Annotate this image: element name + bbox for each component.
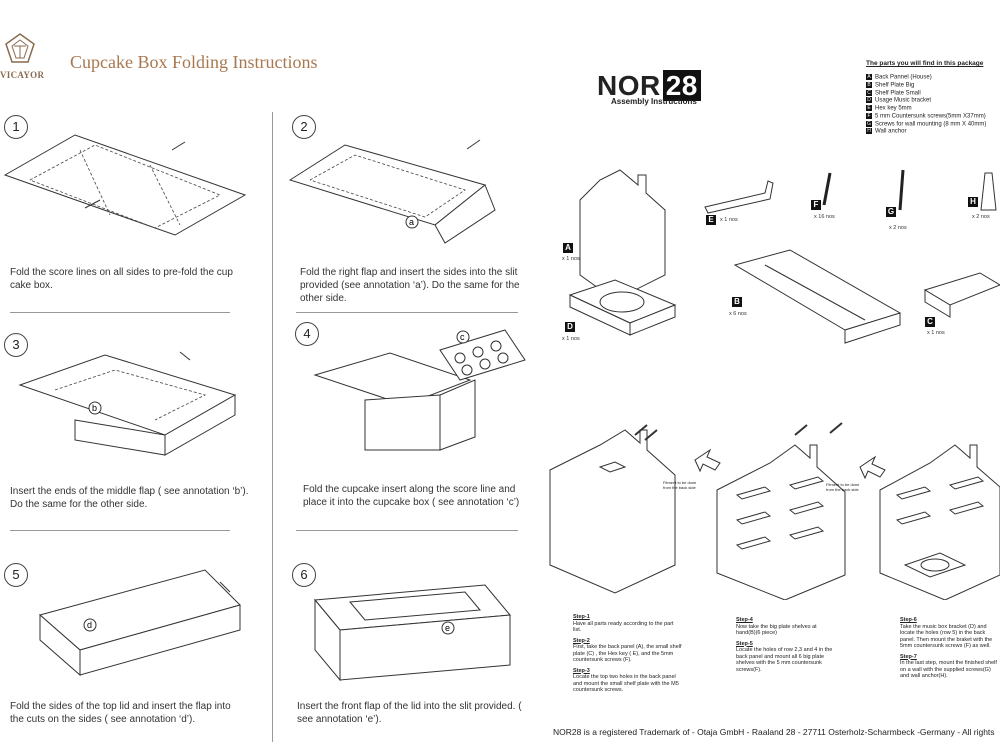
logo-text: NOR xyxy=(597,70,661,101)
back-panel-house xyxy=(579,169,666,301)
step-caption: Insert the ends of the middle flap ( see… xyxy=(10,486,249,510)
brand-name: VICAYOR xyxy=(0,70,45,80)
column-divider xyxy=(272,112,273,742)
step-caption: Fold the sides of the top lid and insert… xyxy=(10,701,231,725)
step-caption: Fold the cupcake insert along the score … xyxy=(303,484,520,508)
step-number: 3 xyxy=(4,333,28,357)
wall-anchor-icon xyxy=(980,172,997,211)
trademark-footer: NOR28 is a registered Trademark of - Ota… xyxy=(553,727,995,737)
step-title: Step-4 xyxy=(736,617,753,623)
step-title: Step-1 xyxy=(573,614,590,620)
step-text: Locate the top two holes in the back pan… xyxy=(573,674,679,693)
svg-text:d: d xyxy=(87,620,92,630)
assembly-subtitle: Assembly Instructions xyxy=(611,97,697,106)
step-text: First, take the back panel (A), the smal… xyxy=(573,644,682,663)
part-qty: x 2 nos xyxy=(889,225,907,231)
svg-text:c: c xyxy=(460,332,465,342)
svg-text:e: e xyxy=(445,623,450,633)
row-divider xyxy=(296,530,518,531)
part-tag: G xyxy=(886,207,896,217)
step-number: 6 xyxy=(292,563,316,587)
step-title: Step-6 xyxy=(900,617,917,623)
callout-note: Fitment to be done from the back side xyxy=(826,482,860,492)
row-divider xyxy=(10,530,230,531)
step-caption: Fold the right flap and insert the sides… xyxy=(300,267,520,304)
part-tag: C xyxy=(925,317,935,327)
part-tag: D xyxy=(565,322,575,332)
step-text: In the last step, mount the finished she… xyxy=(900,660,997,679)
step-2-illustration: a xyxy=(288,139,496,244)
step-block: Step-1 Have all parts ready according to… xyxy=(573,614,683,694)
cupcake-instructions-panel: VICAYOR Cupcake Box Folding Instructions… xyxy=(0,33,526,742)
step-6-illustration: e xyxy=(314,584,511,682)
svg-text:a: a xyxy=(409,217,414,227)
step-caption: Insert the front flap of the lid into th… xyxy=(297,701,522,725)
row-divider xyxy=(296,312,518,313)
step-text: Take the music box bracket (D) and locat… xyxy=(900,623,993,650)
hex-key-icon xyxy=(704,180,774,214)
step-text: Have all parts ready according to the pa… xyxy=(573,620,674,634)
assembly-house-3 xyxy=(879,444,1000,600)
shelf-plate-big xyxy=(733,249,902,331)
step-number: 1 xyxy=(4,115,28,139)
part-tag: E xyxy=(706,215,716,225)
step-caption: Fold the score lines on all sides to pre… xyxy=(10,267,233,291)
part-qty: x 1 nos xyxy=(562,256,580,262)
assembly-house-2 xyxy=(716,444,846,600)
part-tag: H xyxy=(968,197,978,207)
part-qty: x 1 nos xyxy=(562,336,580,342)
step-number: 5 xyxy=(4,563,28,587)
part-qty: x 2 nos xyxy=(972,214,990,220)
screw-f-icon xyxy=(822,172,832,206)
step-title: Step-7 xyxy=(900,653,917,660)
part-tag: B xyxy=(732,297,742,307)
step-number: 4 xyxy=(295,322,319,346)
step-4-illustration: c xyxy=(313,329,526,451)
step-block: Step-4 Now take the big plate shelves at… xyxy=(736,617,836,673)
page-title: Cupcake Box Folding Instructions xyxy=(70,52,318,72)
step-3-illustration: b xyxy=(18,351,237,456)
parts-illustration xyxy=(568,169,1000,344)
assembly-illustration xyxy=(549,422,1000,600)
row-divider xyxy=(10,312,230,313)
step-text: Locate the holes of row 2,3 and 4 in the… xyxy=(736,647,833,673)
part-qty: x 1 nos xyxy=(720,217,738,223)
step-block: Step-6 Take the music box bracket (D) an… xyxy=(900,617,998,680)
step-title: Step-5 xyxy=(736,640,753,647)
part-tag: A xyxy=(563,243,573,253)
part-qty: x 1 nos xyxy=(927,330,945,336)
step-number: 2 xyxy=(292,115,316,139)
step-title: Step-2 xyxy=(573,637,590,644)
part-qty: x 6 nos xyxy=(729,311,747,317)
svg-text:b: b xyxy=(92,403,97,413)
parts-list-title: The parts you will find in this package xyxy=(866,60,984,67)
step-5-illustration: d xyxy=(38,569,241,677)
step-text: Now take the big plate shelves at hand(B… xyxy=(736,623,817,637)
step-title: Step-3 xyxy=(573,667,590,674)
part-qty: x 16 nos xyxy=(814,214,835,220)
logo-number: 28 xyxy=(662,70,701,101)
vicayor-logo-icon xyxy=(5,33,35,63)
part-tag: F xyxy=(811,200,821,210)
callout-note: Fitment to be done from the back side xyxy=(663,480,697,490)
screw-g-icon xyxy=(898,169,905,211)
assembly-house-1 xyxy=(549,429,676,594)
step-1-illustration xyxy=(3,134,247,236)
